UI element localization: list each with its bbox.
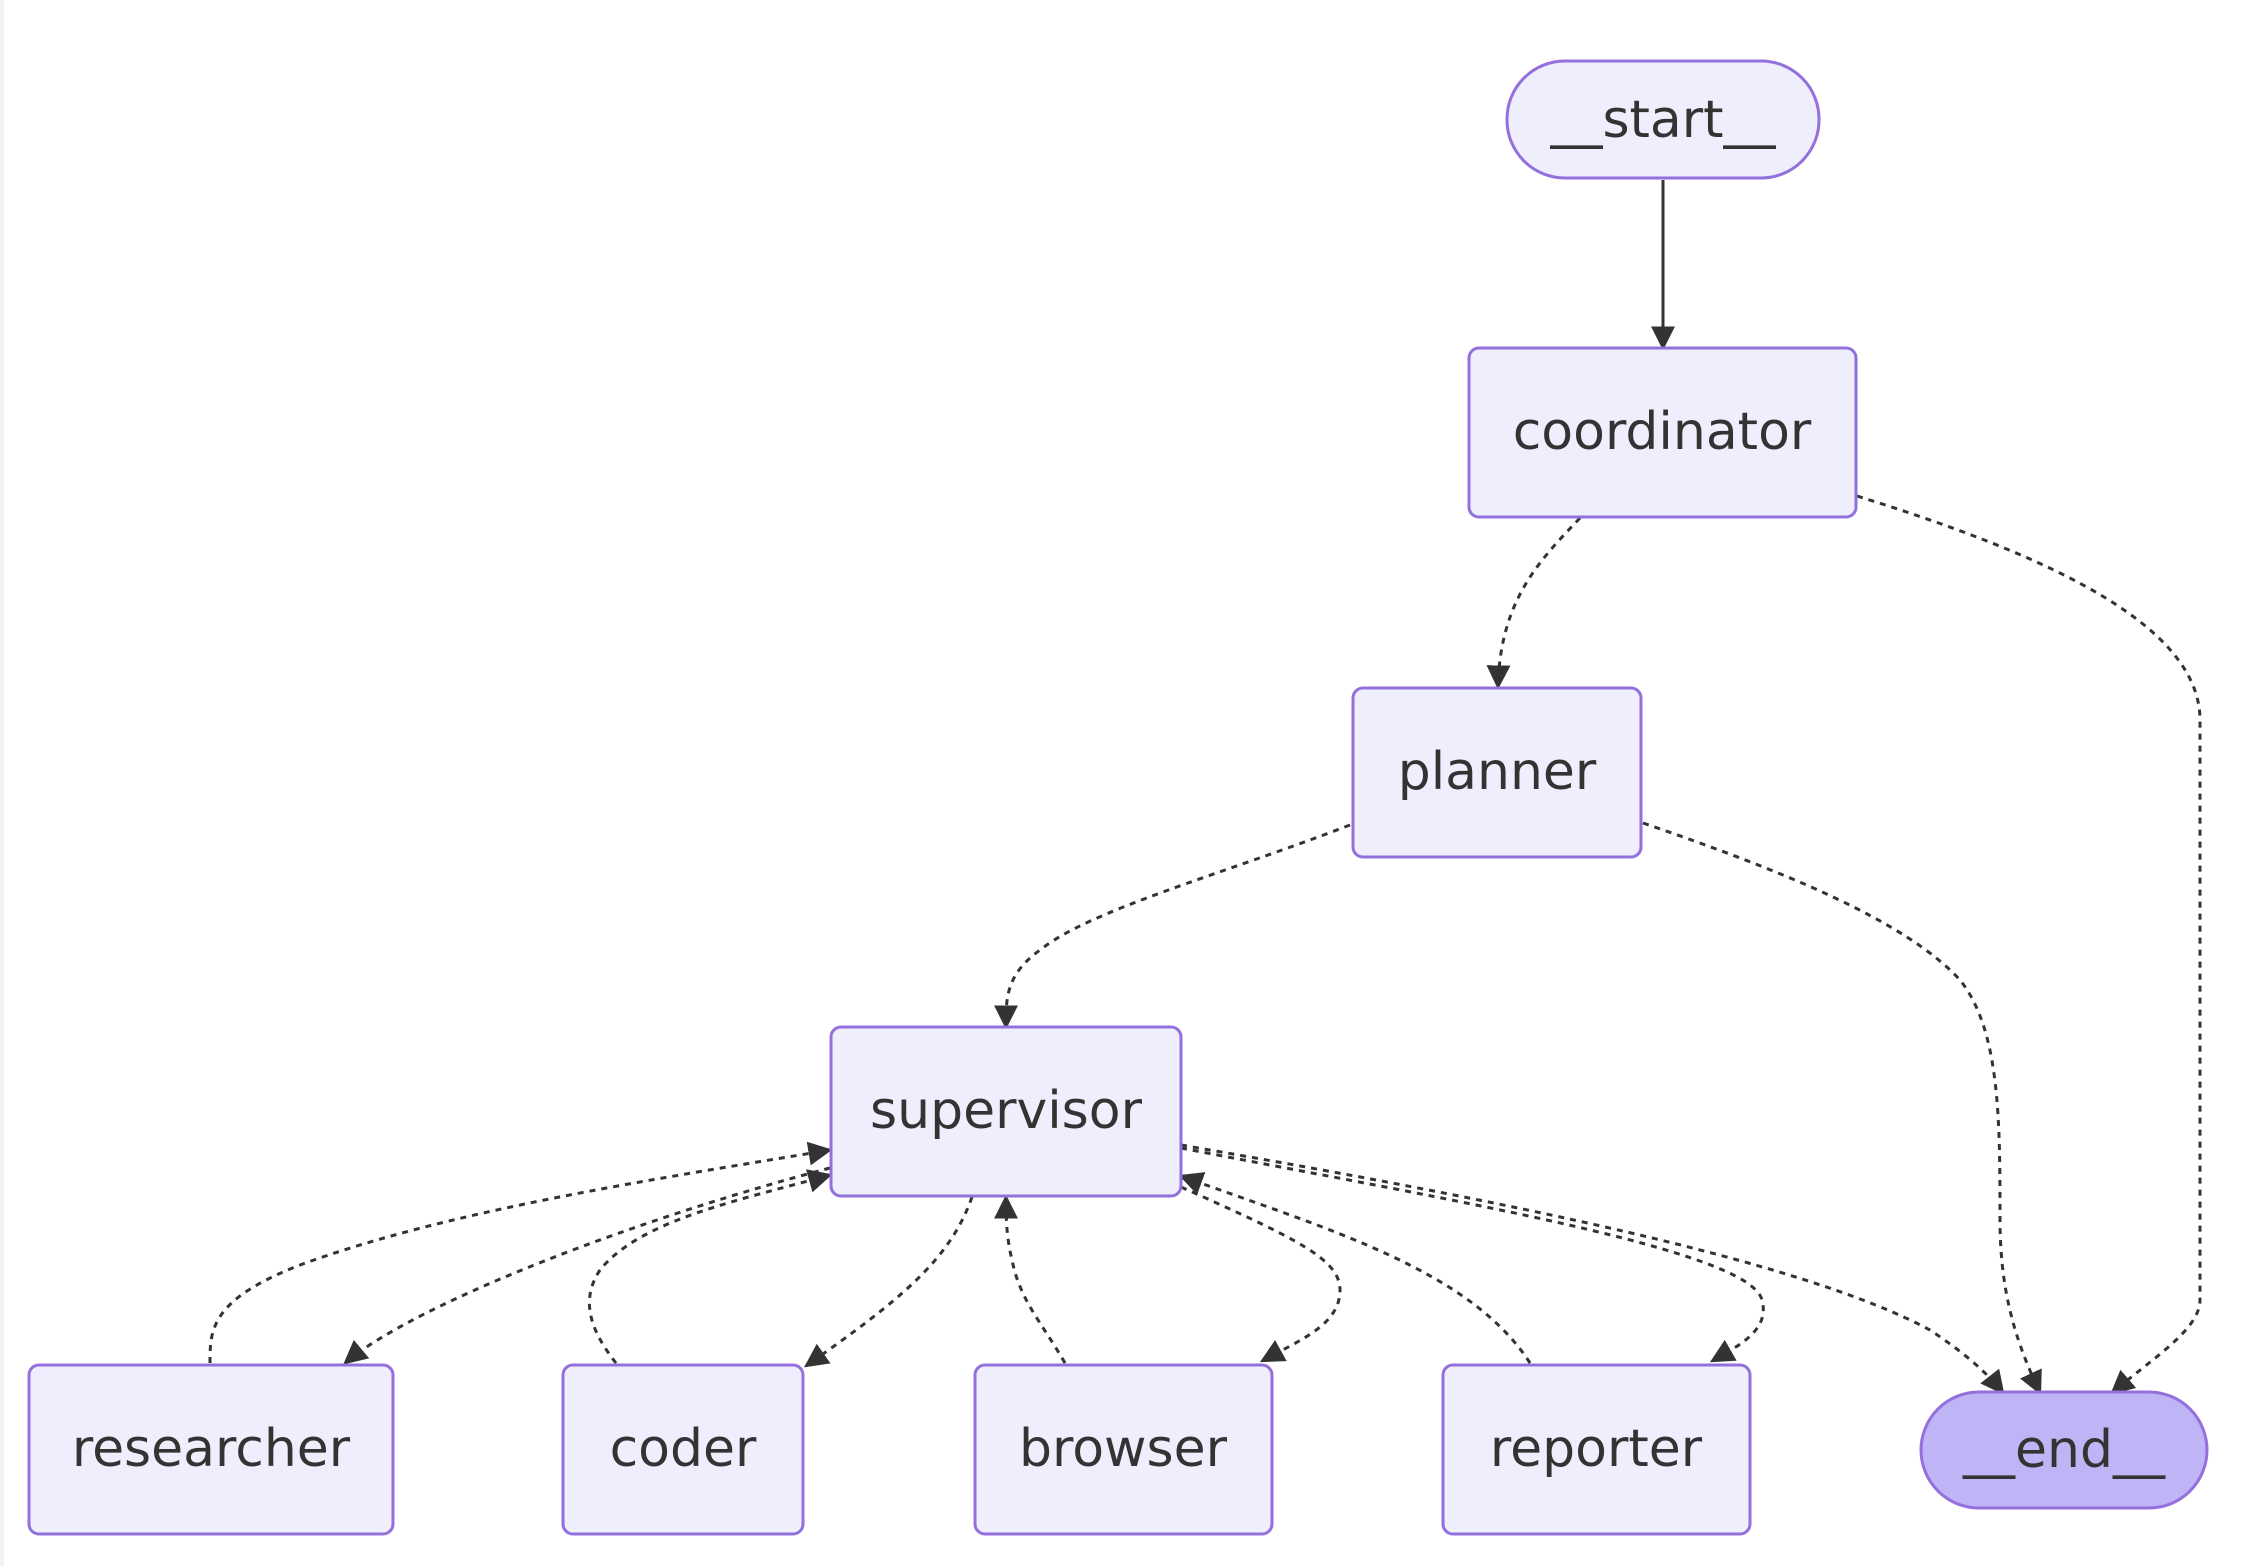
nodes: __start__ coordinator planner supervisor… — [27, 59, 2209, 1536]
node-coder-shape — [561, 1363, 805, 1536]
node-researcher[interactable]: researcher — [27, 1363, 395, 1536]
edge-reporter-to-supervisor — [1178, 1172, 1532, 1364]
edge-coder-to-supervisor — [587, 1169, 833, 1364]
node-end[interactable]: __end__ — [1919, 1390, 2209, 1510]
node-browser[interactable]: browser — [973, 1363, 1274, 1536]
left-border — [0, 0, 4, 1566]
edges — [208, 180, 2202, 1396]
node-coordinator[interactable]: coordinator — [1467, 346, 1858, 519]
edge-planner-to-end — [1642, 821, 2042, 1396]
node-researcher-label: researcher — [72, 1419, 351, 1479]
node-start-label: __start__ — [1549, 90, 1776, 150]
node-reporter[interactable]: reporter — [1441, 1363, 1752, 1536]
edge-browser-to-supervisor — [994, 1194, 1067, 1364]
node-reporter-shape — [1441, 1363, 1752, 1536]
node-end-label: __end__ — [1962, 1420, 2166, 1480]
edge-supervisor-to-reporter — [1180, 1146, 1765, 1363]
node-planner-label: planner — [1398, 742, 1597, 802]
node-reporter-label: reporter — [1490, 1419, 1703, 1479]
node-researcher-shape — [27, 1363, 395, 1536]
node-start-shape — [1505, 59, 1821, 180]
edge-supervisor-to-researcher — [343, 1166, 831, 1365]
node-coordinator-label: coordinator — [1513, 402, 1812, 462]
node-coder[interactable]: coder — [561, 1363, 805, 1536]
node-end-shape — [1919, 1390, 2209, 1510]
node-coder-label: coder — [610, 1419, 757, 1479]
node-supervisor-shape — [829, 1025, 1183, 1198]
edge-supervisor-to-coder — [804, 1196, 974, 1368]
node-browser-label: browser — [1019, 1419, 1228, 1479]
edge-coordinator-to-end — [1856, 494, 2202, 1395]
edge-supervisor-to-browser — [1180, 1185, 1342, 1363]
node-coordinator-shape — [1467, 346, 1858, 519]
edge-planner-to-supervisor — [993, 823, 1351, 1030]
node-planner-shape — [1351, 686, 1643, 859]
node-supervisor-label: supervisor — [870, 1081, 1143, 1141]
node-supervisor[interactable]: supervisor — [829, 1025, 1183, 1198]
edge-coordinator-to-planner — [1486, 516, 1582, 690]
node-planner[interactable]: planner — [1351, 686, 1643, 859]
edge-researcher-to-supervisor — [208, 1141, 833, 1364]
edge-supervisor-to-end — [1180, 1143, 2005, 1395]
node-browser-shape — [973, 1363, 1274, 1536]
node-start[interactable]: __start__ — [1505, 59, 1821, 180]
